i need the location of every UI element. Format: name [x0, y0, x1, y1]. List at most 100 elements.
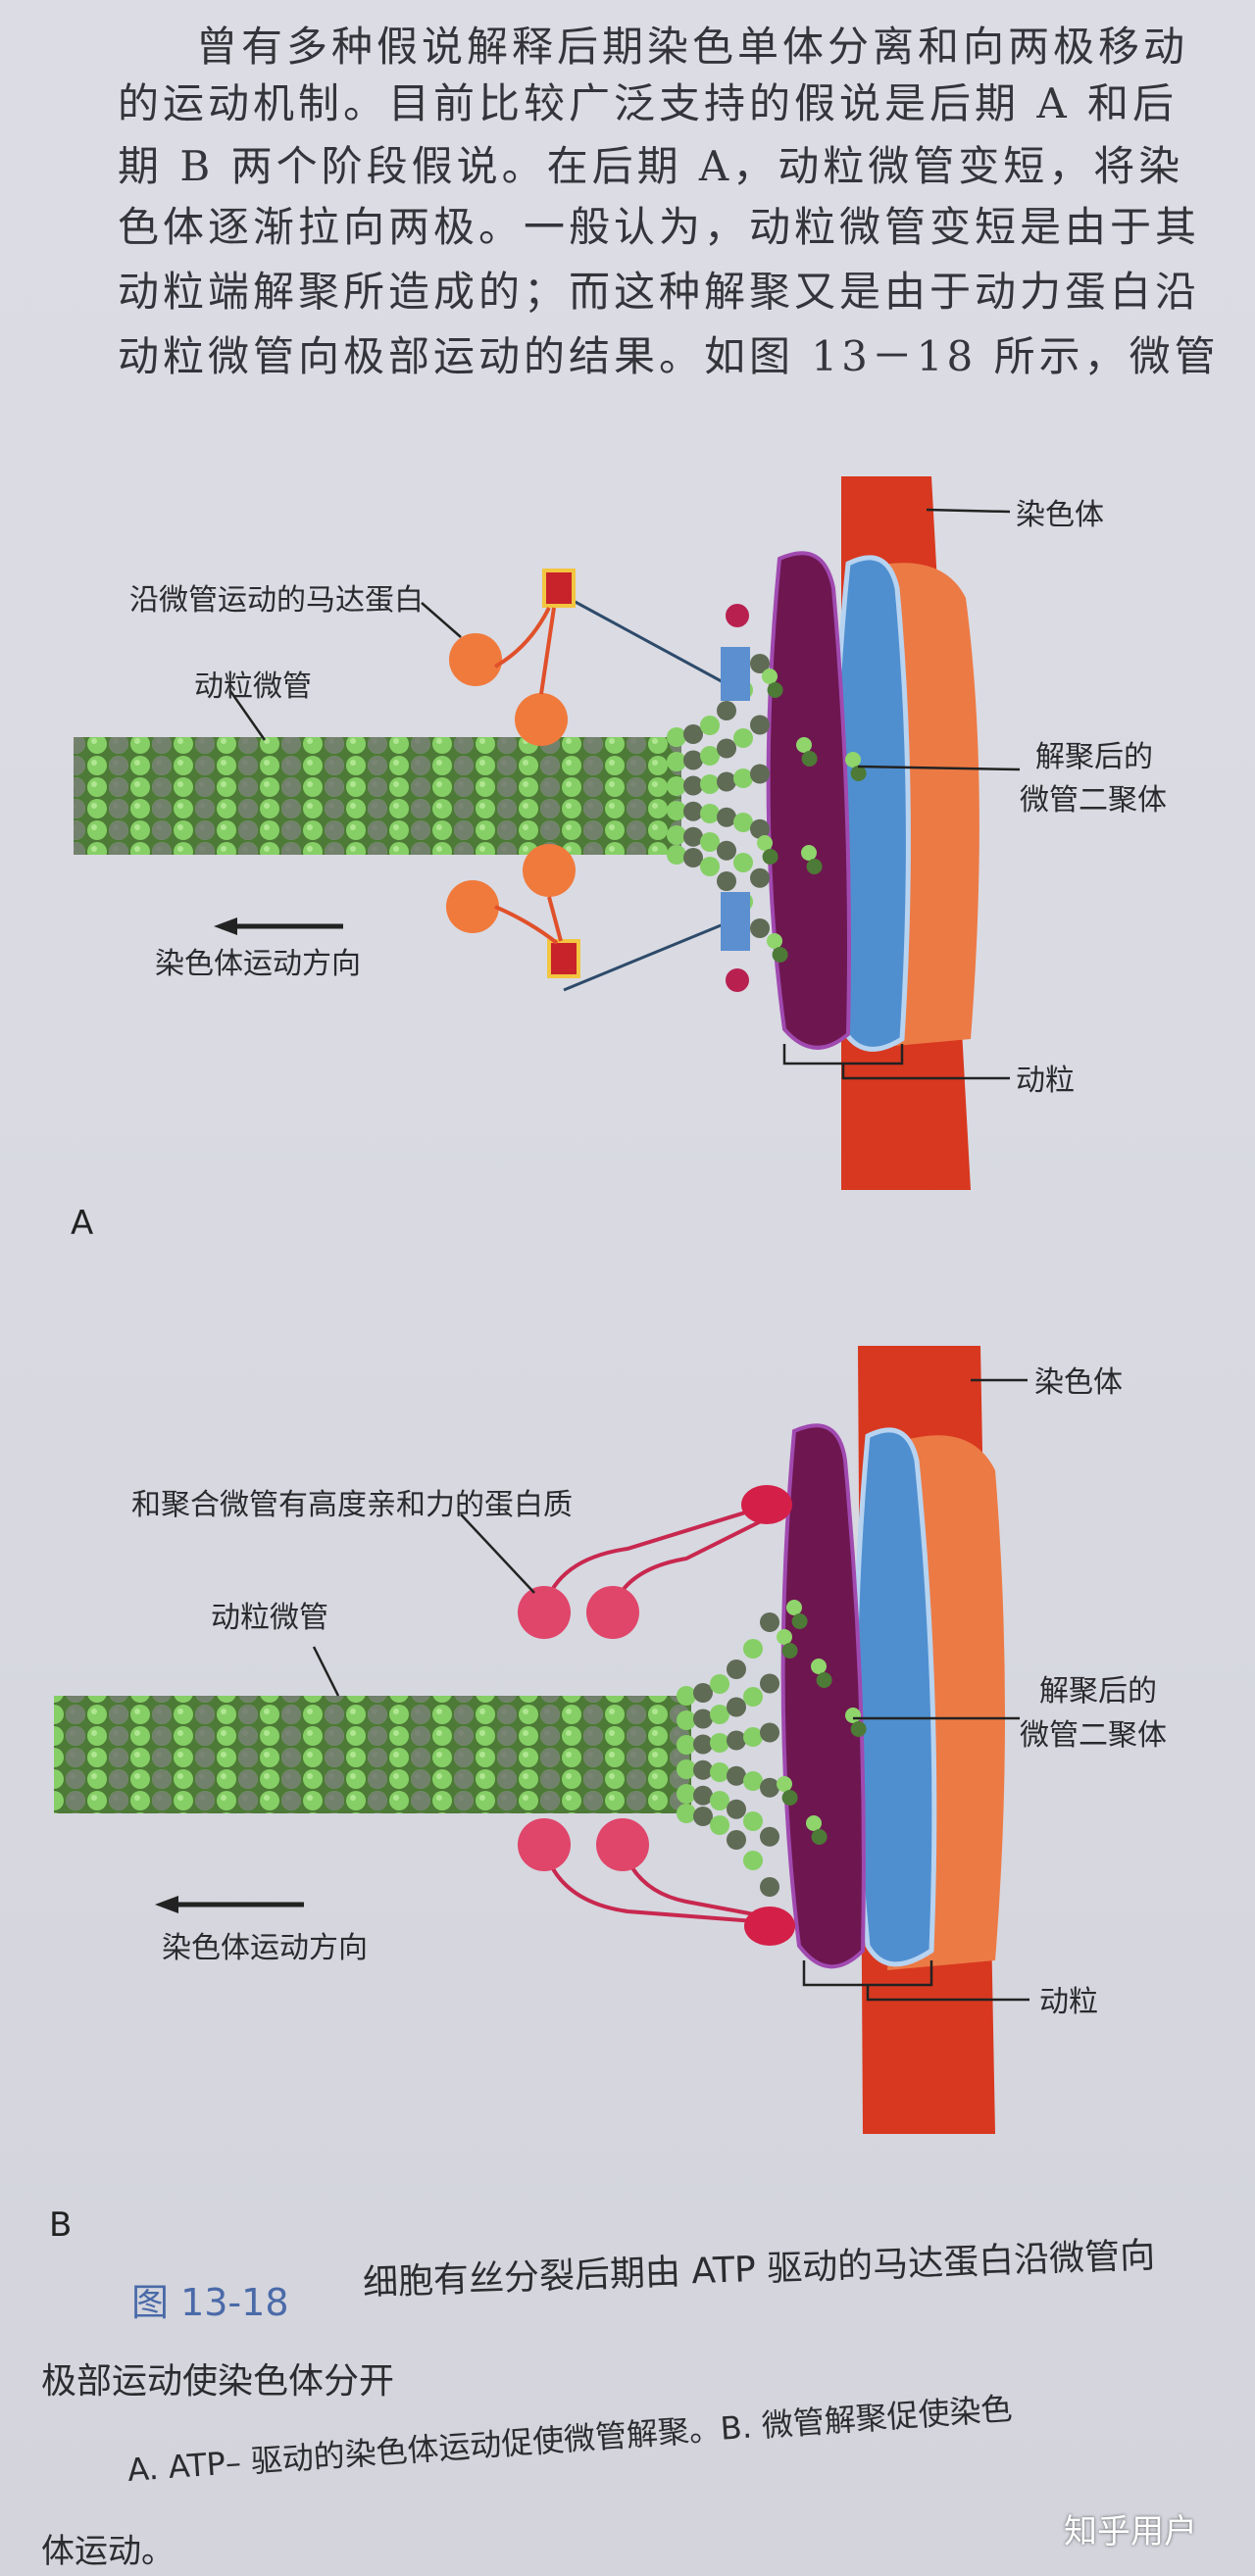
- kinetochore-bracket: [802, 1960, 1029, 2002]
- tubulin-subunit: [710, 1815, 729, 1835]
- figure-b-letter: B: [49, 2205, 73, 2245]
- tubulin-subunit: [693, 1734, 713, 1755]
- label-dimer-line2: 微管二聚体: [1020, 1718, 1167, 1753]
- tubulin-subunit: [760, 1826, 779, 1847]
- tubulin-subunit: [750, 654, 770, 673]
- tubulin-subunit: [743, 1687, 763, 1707]
- figure-b: 染色体 和聚合微管有高度亲和力的蛋白质 动粒微管 解聚后的 微管二聚体 染色体运…: [54, 1346, 1167, 2134]
- watermark: 知乎用户: [1064, 2512, 1197, 2551]
- tubulin-subunit: [743, 1639, 763, 1659]
- tubulin-subunit: [760, 1722, 779, 1743]
- tubulin-dimer: [781, 1643, 798, 1659]
- tubulin-subunit: [700, 857, 720, 876]
- tubulin-subunit: [677, 1759, 696, 1779]
- tubulin-subunit: [677, 1735, 696, 1755]
- tubulin-dimer: [777, 1629, 792, 1645]
- label-chromosome: 染色体: [1034, 1365, 1123, 1400]
- tubulin-subunit: [693, 1683, 713, 1703]
- motor-protein-top: [449, 569, 750, 746]
- affinity-protein-bottom: [518, 1818, 795, 1946]
- label-affinity-protein: 和聚合微管有高度亲和力的蛋白质: [131, 1488, 573, 1522]
- tubulin-subunit: [710, 1762, 729, 1782]
- tubulin-subunit: [667, 801, 686, 820]
- tubulin-subunit: [683, 775, 703, 796]
- tubulin-dimer: [767, 682, 783, 698]
- tubulin-subunit: [667, 727, 686, 747]
- tubulin-dimer: [801, 845, 817, 861]
- tubulin-dimer: [816, 1672, 832, 1688]
- tubulin-dimer: [762, 849, 778, 865]
- label-dimer-line1: 解聚后的: [1035, 740, 1153, 774]
- tubulin-subunit: [717, 738, 736, 759]
- body-line: 曾有多种假说解释后期染色单体分离和向两极移动: [196, 23, 1189, 71]
- caption-title-line2: 极部运动使染色体分开: [41, 2361, 395, 2402]
- tubulin-subunit: [667, 752, 686, 771]
- tubulin-subunit: [710, 1674, 729, 1694]
- tubulin-subunit: [743, 1727, 763, 1747]
- tubulin-subunit: [700, 804, 720, 823]
- tubulin-dimer: [845, 1708, 861, 1723]
- tubulin-subunit: [743, 1811, 763, 1831]
- tubulin-dimer: [791, 1613, 808, 1629]
- leader-line: [312, 1646, 340, 1697]
- tubulin-subunit: [760, 1673, 779, 1694]
- tubulin-subunit: [727, 1660, 746, 1679]
- label-motor-protein: 沿微管运动的马达蛋白: [129, 583, 424, 618]
- body-line: 动粒端解聚所造成的；而这种解聚又是由于动力蛋白沿: [118, 268, 1201, 316]
- tubulin-subunit: [727, 1830, 746, 1850]
- leader-line: [228, 690, 267, 741]
- tubulin-subunit: [710, 1705, 729, 1724]
- tubulin-dimer: [772, 947, 788, 963]
- tubulin-subunit: [710, 1791, 729, 1810]
- tubulin-subunit: [683, 750, 703, 770]
- figure-number: 图 13-18: [131, 2281, 289, 2324]
- label-dimer-line2: 微管二聚体: [1020, 783, 1167, 817]
- label-kinetochore-microtubule: 动粒微管: [194, 669, 312, 704]
- tubulin-subunit: [710, 1733, 729, 1753]
- tubulin-dimer: [796, 737, 812, 753]
- body-line: 色体逐渐拉向两极。一般认为，动粒微管变短是由于其: [118, 203, 1201, 251]
- tubulin-gray-pattern: [74, 737, 681, 855]
- tubulin-subunit: [667, 776, 686, 796]
- tubulin-subunit: [667, 825, 686, 845]
- label-kinetochore-microtubule: 动粒微管: [211, 1601, 328, 1635]
- label-kinetochore: 动粒: [1016, 1064, 1075, 1098]
- tubulin-subunit: [683, 801, 703, 821]
- tubulin-subunit: [700, 716, 720, 735]
- tubulin-dimer: [801, 751, 818, 767]
- tubulin-dimer: [781, 1790, 798, 1806]
- tubulin-subunit: [693, 1785, 713, 1806]
- kinetochore-blue: [853, 1427, 937, 1967]
- leader-line: [926, 508, 1011, 514]
- tubulin-dimer: [806, 859, 823, 874]
- tubulin-subunit: [683, 848, 703, 867]
- tubulin-subunit: [677, 1686, 696, 1706]
- tubulin-subunit: [683, 826, 703, 847]
- tubulin-subunit: [727, 1697, 746, 1717]
- tubulin-subunit: [727, 1765, 746, 1786]
- tubulin-dimer: [845, 752, 861, 768]
- tubulin-subunit: [727, 1799, 746, 1819]
- tubulin-subunit: [700, 832, 720, 852]
- tubulin-subunit: [717, 840, 736, 861]
- tubulin-subunit: [667, 845, 686, 865]
- kinetochore-purple: [766, 551, 851, 1050]
- tubulin-subunit: [750, 918, 770, 938]
- tubulin-dimer: [767, 933, 782, 949]
- label-chromosome: 染色体: [1016, 498, 1104, 532]
- tubulin-subunit: [677, 1804, 696, 1823]
- tubulin-subunit: [750, 715, 770, 735]
- kinetochore-purple: [780, 1423, 866, 1969]
- kinetochore-bracket: [782, 1044, 1010, 1080]
- direction-arrow: [214, 917, 343, 935]
- tubulin-dimer: [762, 669, 778, 684]
- direction-arrow: [155, 1896, 304, 1913]
- figure-a-letter: A: [71, 1204, 94, 1243]
- tubulin-subunit: [717, 771, 736, 792]
- tubulin-subunit: [733, 728, 753, 748]
- tubulin-subunit: [677, 1710, 696, 1730]
- tubulin-subunit: [760, 1877, 779, 1897]
- leader-line: [421, 602, 462, 638]
- tubulin-subunit: [693, 1759, 713, 1780]
- body-line: 期 B 两个阶段假说。在后期 A，动粒微管变短，将染: [118, 142, 1184, 190]
